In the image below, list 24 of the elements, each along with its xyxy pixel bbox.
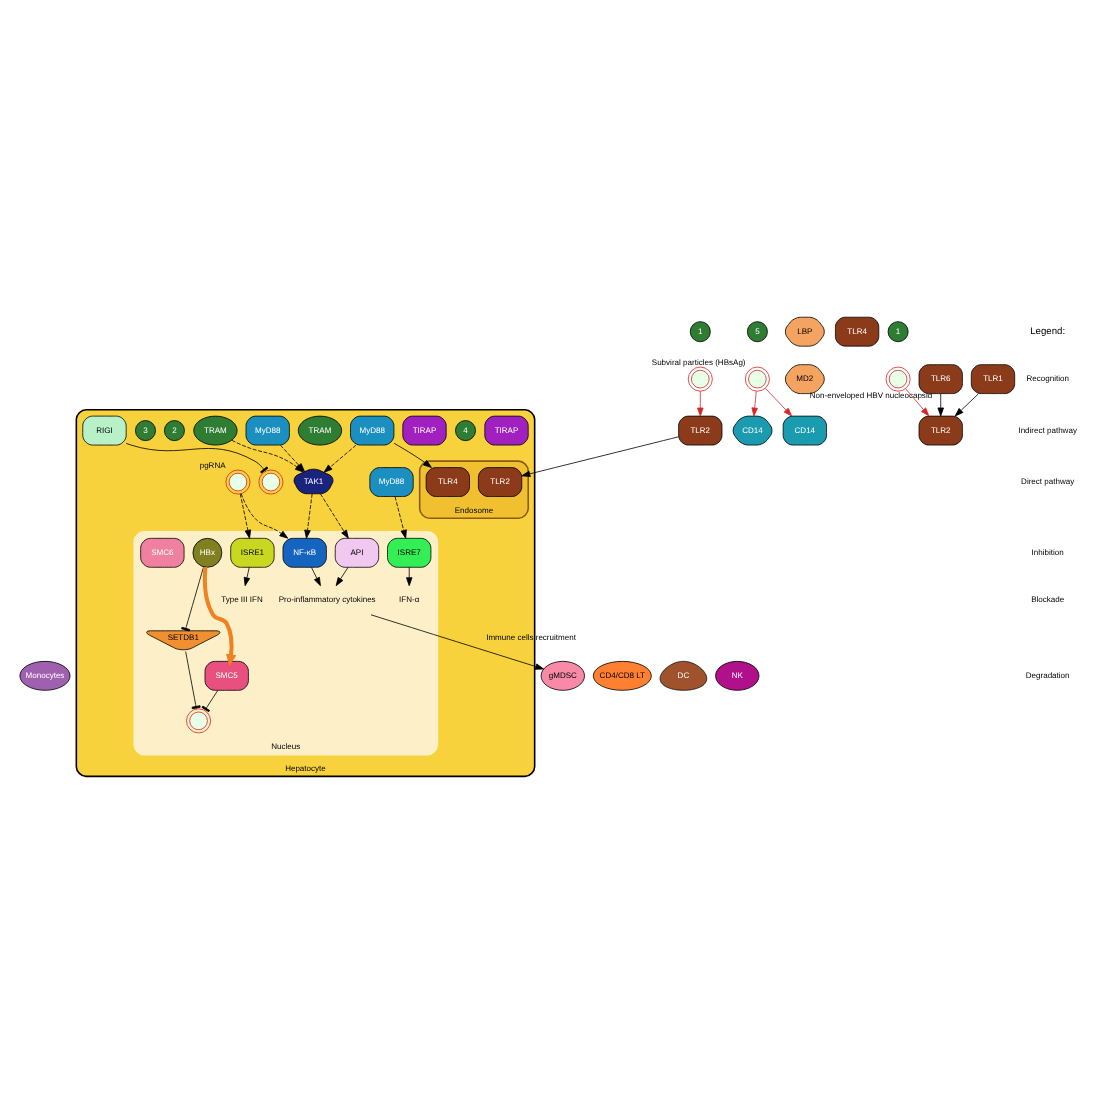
arrow xyxy=(937,393,944,417)
connector xyxy=(185,651,201,710)
connector xyxy=(181,566,204,632)
arrow xyxy=(954,393,979,417)
arrow xyxy=(394,496,407,539)
arrow xyxy=(311,566,321,587)
arrow xyxy=(240,493,289,539)
arrow xyxy=(905,388,930,417)
arrow xyxy=(202,567,237,667)
connector xyxy=(201,690,219,713)
arrow xyxy=(243,566,251,587)
arrow xyxy=(304,493,313,539)
arrow xyxy=(370,614,544,670)
arrow xyxy=(765,388,793,417)
connector xyxy=(125,442,269,474)
arrow xyxy=(323,444,357,473)
arrow xyxy=(751,390,758,417)
arrow xyxy=(239,493,252,539)
arrow xyxy=(320,493,349,539)
arrow xyxy=(393,442,432,468)
arrow xyxy=(335,566,349,587)
arrow xyxy=(406,566,413,587)
arrow xyxy=(697,390,704,417)
arrow xyxy=(521,436,679,477)
